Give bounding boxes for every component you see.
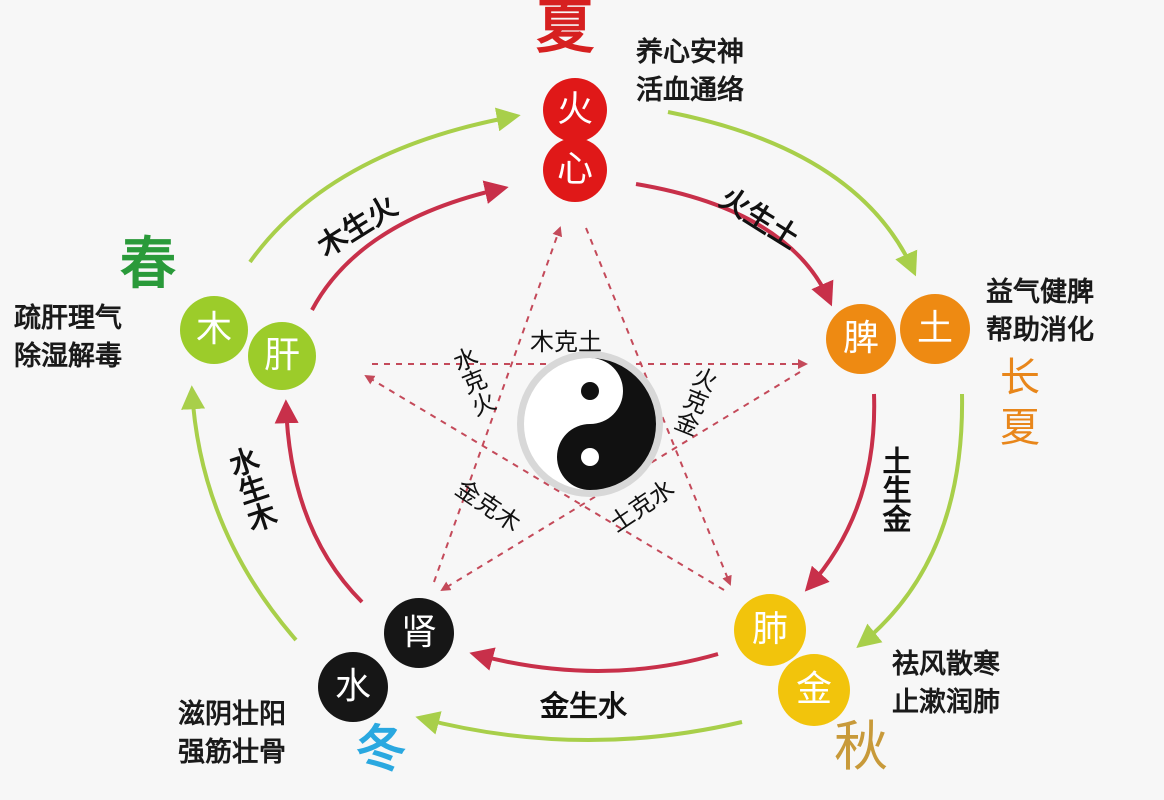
- note-metal-line-1: 祛风散寒: [892, 649, 1000, 680]
- fire-element-node: 火: [543, 78, 607, 142]
- inner-arrow-fire-earth: [635, 182, 834, 307]
- note-earth: 益气健脾 帮助消化: [986, 274, 1094, 350]
- season-late-summer-1: 长: [1000, 355, 1040, 401]
- outer-arrow-metal-water: [415, 711, 743, 743]
- season-summer: 夏: [536, 0, 595, 61]
- inner-arrow-metal-water: [469, 647, 719, 673]
- note-fire-line-2: 活血通络: [636, 75, 744, 106]
- note-wood-line-2: 除湿解毒: [14, 341, 122, 372]
- label-metal-generates-water: 金生水: [540, 689, 628, 723]
- outer-arrow-wood-fire: [248, 107, 521, 264]
- season-late-summer-2: 夏: [1000, 405, 1040, 451]
- heart-organ-node: 心: [543, 138, 607, 202]
- inner-cycle: [274, 180, 877, 673]
- wood-element-node: 木: [180, 296, 248, 364]
- outer-arrow-earth-metal: [856, 393, 965, 649]
- star-line-water-fire: [433, 226, 563, 583]
- label-wood-controls-earth: 木克土: [530, 328, 602, 356]
- note-earth-line-1: 益气健脾: [986, 277, 1094, 308]
- star-line-metal-wood: [364, 374, 725, 591]
- note-fire-line-1: 养心安神: [636, 37, 744, 68]
- label-earth-generates-metal: 土生金: [878, 446, 912, 533]
- outer-cycle: [181, 107, 965, 743]
- note-water: 滋阴壮阳 强筋壮骨: [178, 696, 286, 772]
- water-element-node: 水: [318, 652, 388, 722]
- note-wood-line-1: 疏肝理气: [14, 303, 122, 334]
- yin-yang-icon: [517, 351, 663, 497]
- outer-arrow-water-wood: [181, 385, 298, 642]
- note-metal: 祛风散寒 止漱润肺: [892, 646, 1000, 722]
- season-winter: 冬: [356, 719, 406, 778]
- metal-element-node: 金: [778, 654, 850, 726]
- note-wood: 疏肝理气 除湿解毒: [14, 300, 122, 376]
- liver-organ-node: 肝: [248, 322, 316, 390]
- lung-organ-node: 肺: [734, 594, 806, 666]
- inner-arrow-earth-metal: [804, 393, 877, 592]
- inner-arrow-wood-fire: [310, 180, 509, 311]
- season-spring: 春: [120, 231, 176, 297]
- note-fire: 养心安神 活血通络: [636, 34, 744, 110]
- note-earth-line-2: 帮助消化: [986, 315, 1094, 346]
- note-water-line-2: 强筋壮骨: [178, 737, 286, 768]
- spleen-organ-node: 脾: [826, 304, 896, 374]
- kidney-organ-node: 肾: [384, 598, 454, 668]
- outer-arrow-fire-earth: [667, 110, 918, 277]
- note-water-line-1: 滋阴壮阳: [178, 699, 286, 730]
- note-metal-line-2: 止漱润肺: [892, 687, 1000, 718]
- earth-element-node: 土: [900, 294, 970, 364]
- season-autumn: 秋: [834, 715, 888, 778]
- inner-arrow-water-wood: [274, 399, 364, 604]
